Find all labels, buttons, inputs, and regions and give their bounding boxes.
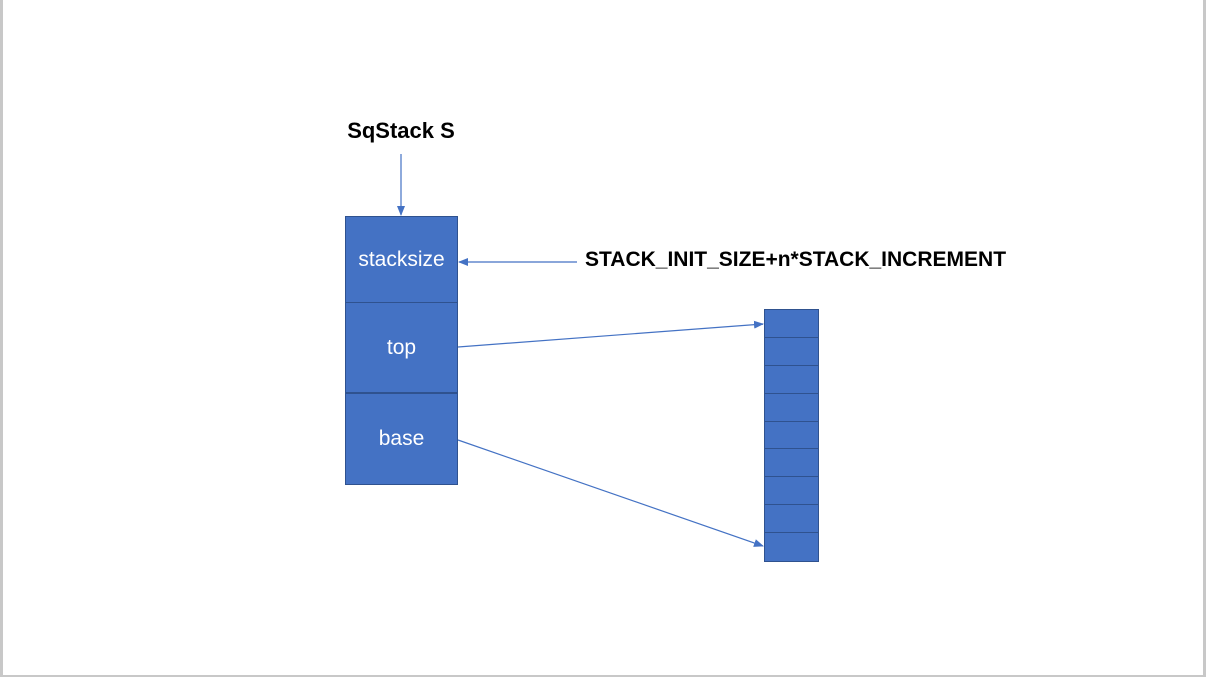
arrow-top-to-array [457,320,764,348]
field-top-label: top [386,335,417,359]
array-cell [765,505,818,534]
stack-array [764,309,819,562]
field-top: top [345,302,458,393]
field-base-label: base [378,427,425,450]
arrows-layer [397,154,764,547]
array-cell [765,477,818,506]
array-cell [765,533,818,561]
array-cell [765,338,818,366]
sqstack-struct: stacksize top base [345,216,458,485]
array-cell [765,422,818,450]
array-cell [765,394,818,422]
arrow-base-to-array [457,439,764,547]
array-cell [765,310,818,338]
stacksize-formula: STACK_INIT_SIZE+n*STACK_INCREMENT [585,248,1007,271]
diagram-title: SqStack S [347,118,455,143]
field-stacksize-label: stacksize [358,247,445,271]
field-stacksize: stacksize [345,216,458,303]
array-cell [765,366,818,394]
array-cell [765,449,818,478]
field-base: base [345,393,458,485]
